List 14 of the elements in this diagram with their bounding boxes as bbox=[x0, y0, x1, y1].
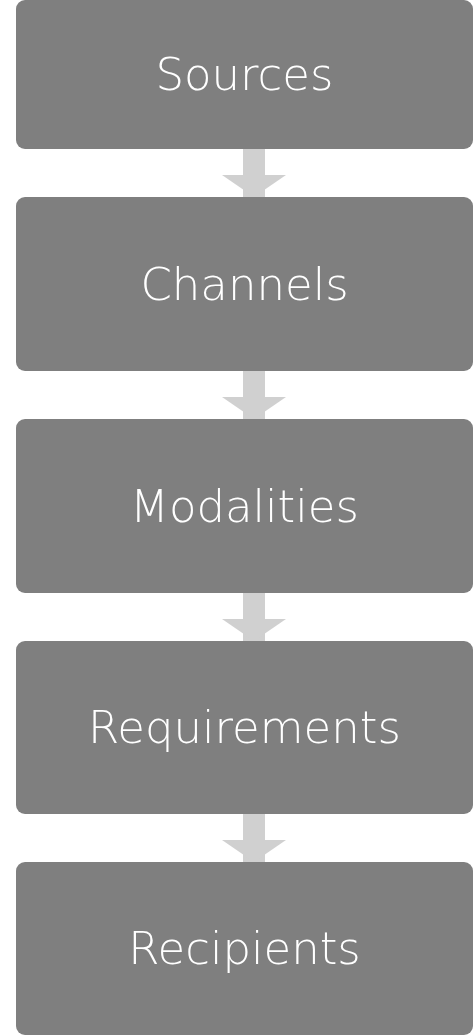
arrow bbox=[222, 593, 286, 641]
arrow bbox=[222, 814, 286, 862]
box-label: Recipients bbox=[128, 922, 361, 975]
process-box bbox=[16, 419, 473, 593]
box-label: Sources bbox=[155, 48, 334, 101]
process-box bbox=[16, 862, 473, 1035]
box-label: Requirements bbox=[88, 701, 401, 754]
arrow bbox=[222, 149, 286, 197]
process-box bbox=[16, 197, 473, 371]
arrow bbox=[222, 371, 286, 419]
box-label: Channels bbox=[140, 257, 349, 311]
box-label: Modalities bbox=[130, 479, 359, 533]
process-box bbox=[16, 641, 473, 814]
process-box bbox=[16, 0, 473, 149]
